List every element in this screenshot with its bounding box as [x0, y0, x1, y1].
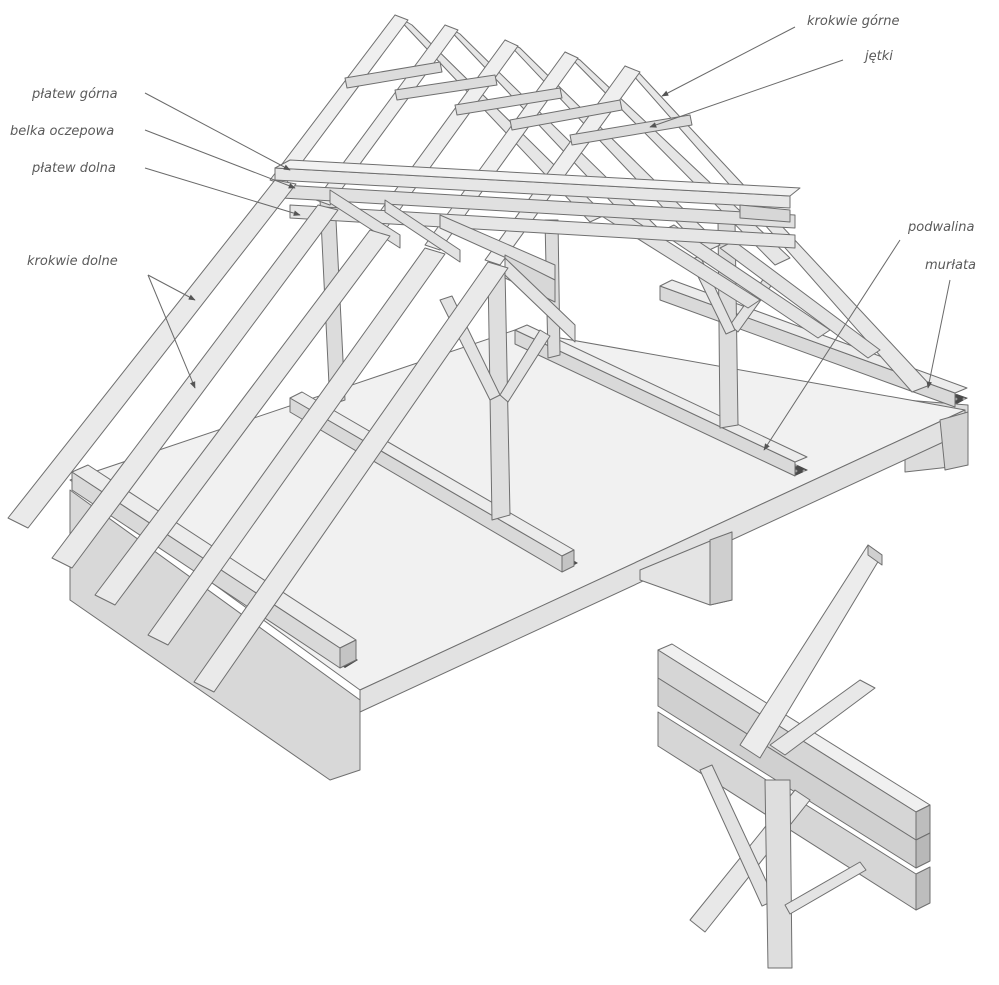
rafter-front-1 — [269, 14, 409, 186]
jetka-4 — [509, 99, 623, 131]
leader-murlata — [926, 279, 951, 389]
leader-lines — [144, 26, 951, 451]
leader-platew-gorna — [144, 92, 291, 171]
leader-podwalina — [763, 239, 901, 451]
label-belka-oczepowa: belka oczepowa — [10, 124, 114, 139]
detail-beam-low-end — [915, 866, 931, 911]
leader-belka-oczepowa — [144, 129, 296, 189]
label-platew-dolna: płatew dolna — [31, 161, 116, 176]
jetka-2 — [394, 74, 498, 101]
podwalina-mid-end — [561, 549, 575, 573]
leader-platew-dolna — [144, 167, 301, 216]
podwalina-right-top — [514, 324, 808, 463]
label-podwalina: podwalina — [907, 220, 975, 235]
label-murlata: murłata — [925, 258, 976, 273]
lower-rafter-5 — [193, 261, 509, 693]
detail-post — [764, 779, 793, 969]
brace-center-right — [499, 329, 551, 403]
platew-dolna — [289, 204, 796, 249]
detail-beam-mid-end — [915, 832, 931, 869]
labels: krokwie górne jętki płatew górna belka o… — [10, 14, 976, 273]
detail-rafter-end — [867, 544, 883, 566]
pillar-front-corner — [709, 531, 733, 606]
pillar-right — [939, 411, 969, 471]
label-platew-gorna: płatew górna — [31, 87, 118, 102]
leader-krokwie-gorne — [661, 26, 796, 97]
leader-krokwie-dolne-2 — [147, 274, 196, 389]
cross-beam-2 — [384, 199, 461, 263]
platew-gorna-top — [274, 159, 801, 197]
leader-krokwie-dolne-1 — [147, 274, 196, 301]
label-krokwie-gorne: krokwie górne — [807, 14, 900, 29]
rafter-front-5 — [484, 65, 641, 266]
jetka-3 — [454, 87, 563, 116]
cross-beam-6 — [739, 204, 791, 223]
label-jetki: jętki — [863, 49, 893, 64]
lower-rafter-3 — [94, 229, 391, 606]
joint-detail — [657, 544, 931, 969]
leader-jetki — [649, 59, 844, 128]
lower-rafter-1 — [7, 179, 297, 529]
detail-brace-foot — [784, 861, 867, 915]
murlata-front-end — [339, 639, 357, 669]
jetka-1 — [344, 61, 443, 89]
label-krokwie-dolne: krokwie dolne — [27, 254, 118, 269]
purlins — [274, 159, 801, 343]
detail-cross — [769, 679, 876, 756]
lower-rafter-4 — [147, 247, 446, 646]
